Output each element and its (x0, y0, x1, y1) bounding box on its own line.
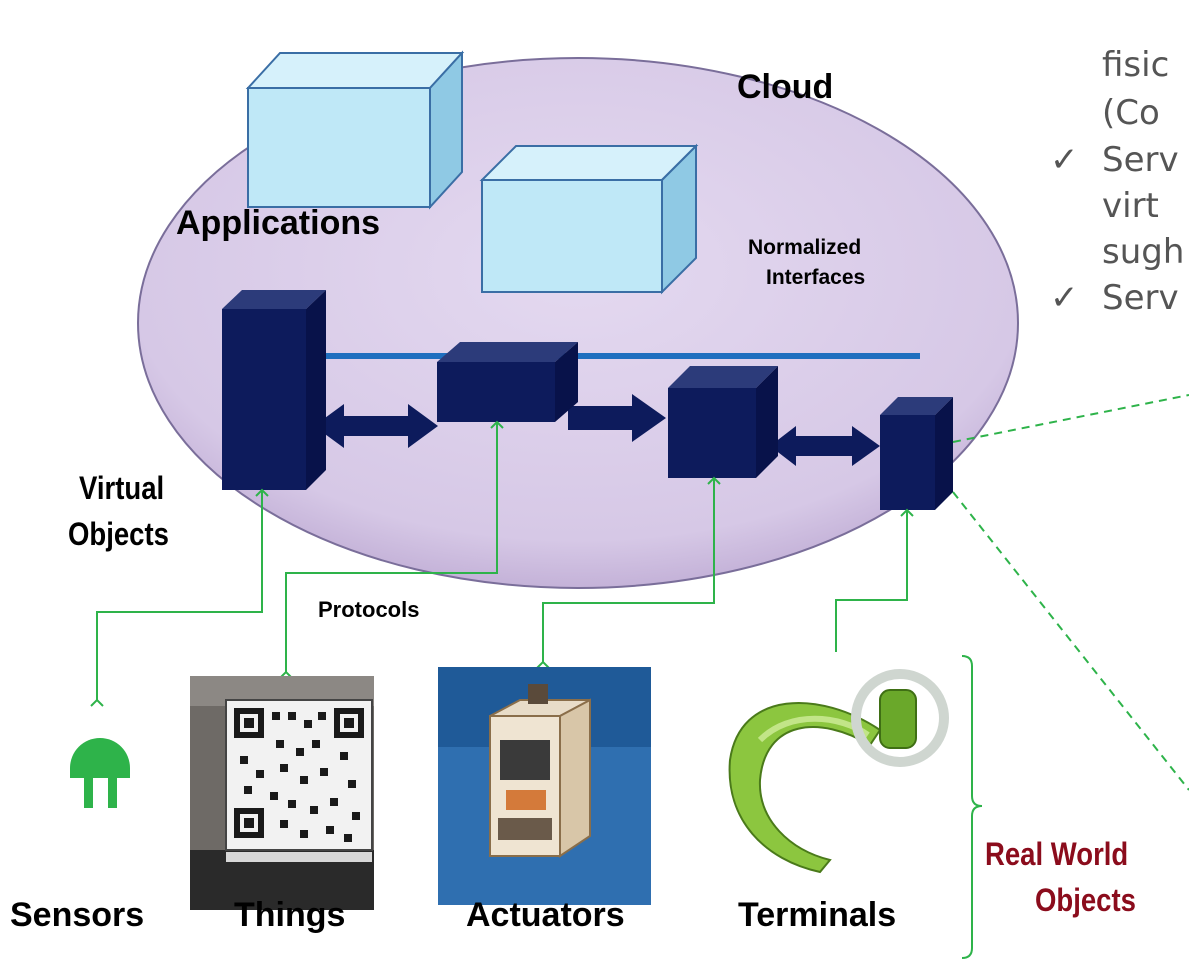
interfaces-label-line2: Interfaces (766, 266, 866, 289)
virtual-objects-label-line1: Virtual (79, 470, 165, 506)
real-world-label-line1: Real World (985, 836, 1129, 872)
terminals-flexible-device-image (708, 652, 953, 874)
virtual-object-cube-4 (880, 397, 953, 510)
side-text-check-1: ✓ (1050, 140, 1079, 180)
virtual-object-cube-2 (437, 342, 578, 422)
side-text-bullet1: Serv (1102, 140, 1179, 180)
cloud-title: Cloud (737, 68, 834, 106)
side-text-line1: fisic (1102, 45, 1170, 85)
side-text-bullet2: Serv (1102, 278, 1179, 318)
applications-label: Applications (176, 204, 381, 242)
callout-lines (952, 394, 1189, 791)
application-box-2 (479, 143, 699, 295)
virtual-object-connector-3 (770, 426, 880, 466)
application-box-1 (245, 50, 465, 210)
side-text-check-2: ✓ (1050, 278, 1079, 318)
protocol-connectors (90, 420, 914, 707)
things-label: Things (234, 896, 346, 934)
connector-things (279, 420, 504, 679)
virtual-objects-label-line2: Objects (68, 516, 169, 552)
real-world-label-line2: Objects (1035, 882, 1136, 918)
virtual-object-cube-1 (222, 290, 326, 490)
side-text-line2: (Co (1102, 93, 1160, 133)
virtual-object-cube-3 (668, 366, 778, 478)
sensor-plug-icon (70, 738, 130, 808)
side-text-line4: virt (1102, 186, 1159, 226)
actuators-label: Actuators (466, 896, 625, 934)
terminals-label: Terminals (738, 896, 897, 934)
things-qr-billboard-image (190, 676, 374, 910)
interfaces-label-line1: Normalized (748, 236, 862, 259)
side-text-line5: sugh (1102, 232, 1185, 272)
connector-actuators (536, 476, 721, 669)
protocols-label: Protocols (318, 597, 420, 622)
connector-sensors (90, 488, 269, 707)
virtual-object-connector-2 (568, 394, 666, 442)
actuators-3d-printer-image (438, 667, 651, 905)
sensors-label: Sensors (10, 896, 145, 934)
real-world-bracket (961, 655, 983, 959)
connector-terminals (829, 508, 914, 679)
